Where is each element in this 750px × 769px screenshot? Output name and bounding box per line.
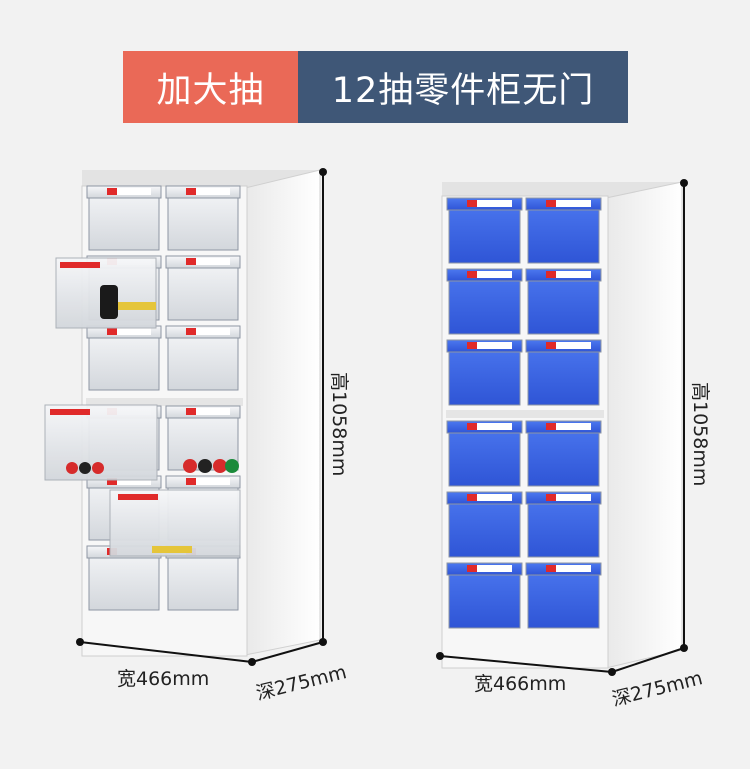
drawer[interactable]	[446, 197, 523, 264]
right-depth-label: 深275mm	[610, 667, 705, 711]
drawer[interactable]	[525, 339, 602, 406]
pulled-drawer-3	[109, 489, 241, 557]
left-depth-line	[251, 641, 324, 663]
right-drawers	[446, 197, 602, 629]
drawer[interactable]	[446, 268, 523, 335]
drawer[interactable]	[165, 405, 241, 471]
left-height-label: 高1058mm	[328, 372, 350, 476]
right-depth-line	[611, 647, 685, 673]
drawer[interactable]	[165, 255, 241, 321]
right-cabinet-side	[605, 181, 683, 669]
drawer[interactable]	[446, 420, 523, 487]
banner-right-text: 12抽零件柜无门	[331, 70, 595, 111]
drawer[interactable]	[165, 325, 241, 391]
drawer[interactable]	[86, 325, 162, 391]
right-cabinet: 高1058mm 宽466mm 深275mm	[436, 179, 711, 711]
banner-product-title: 12抽零件柜无门	[298, 51, 628, 123]
drawer[interactable]	[525, 268, 602, 335]
left-depth-label: 深275mm	[254, 661, 349, 705]
banner-large-drawer: 加大抽	[123, 51, 298, 123]
right-cabinet-top	[442, 182, 682, 198]
left-width-label: 宽466mm	[117, 668, 209, 690]
right-divider	[446, 410, 604, 418]
drawer[interactable]	[525, 197, 602, 264]
left-width-line	[79, 641, 253, 663]
left-cabinet-top	[82, 170, 320, 188]
bin-contents	[183, 459, 239, 473]
drawer[interactable]	[165, 185, 241, 251]
drawer[interactable]	[525, 562, 602, 629]
drawer[interactable]	[446, 491, 523, 558]
pulled-drawer-1	[55, 257, 157, 329]
left-cabinet: 高1058mm 宽466mm 深275mm	[44, 168, 350, 705]
drawer[interactable]	[86, 185, 162, 251]
right-width-label: 宽466mm	[474, 673, 566, 695]
drawer[interactable]	[525, 491, 602, 558]
drawer[interactable]	[446, 562, 523, 629]
pulled-drawer-2	[44, 404, 158, 481]
right-height-label: 高1058mm	[689, 382, 711, 486]
right-width-line	[439, 655, 613, 673]
left-cabinet-side	[244, 169, 321, 656]
banner-left-text: 加大抽	[156, 70, 265, 111]
left-divider	[86, 398, 243, 406]
drawer[interactable]	[446, 339, 523, 406]
drawer[interactable]	[525, 420, 602, 487]
